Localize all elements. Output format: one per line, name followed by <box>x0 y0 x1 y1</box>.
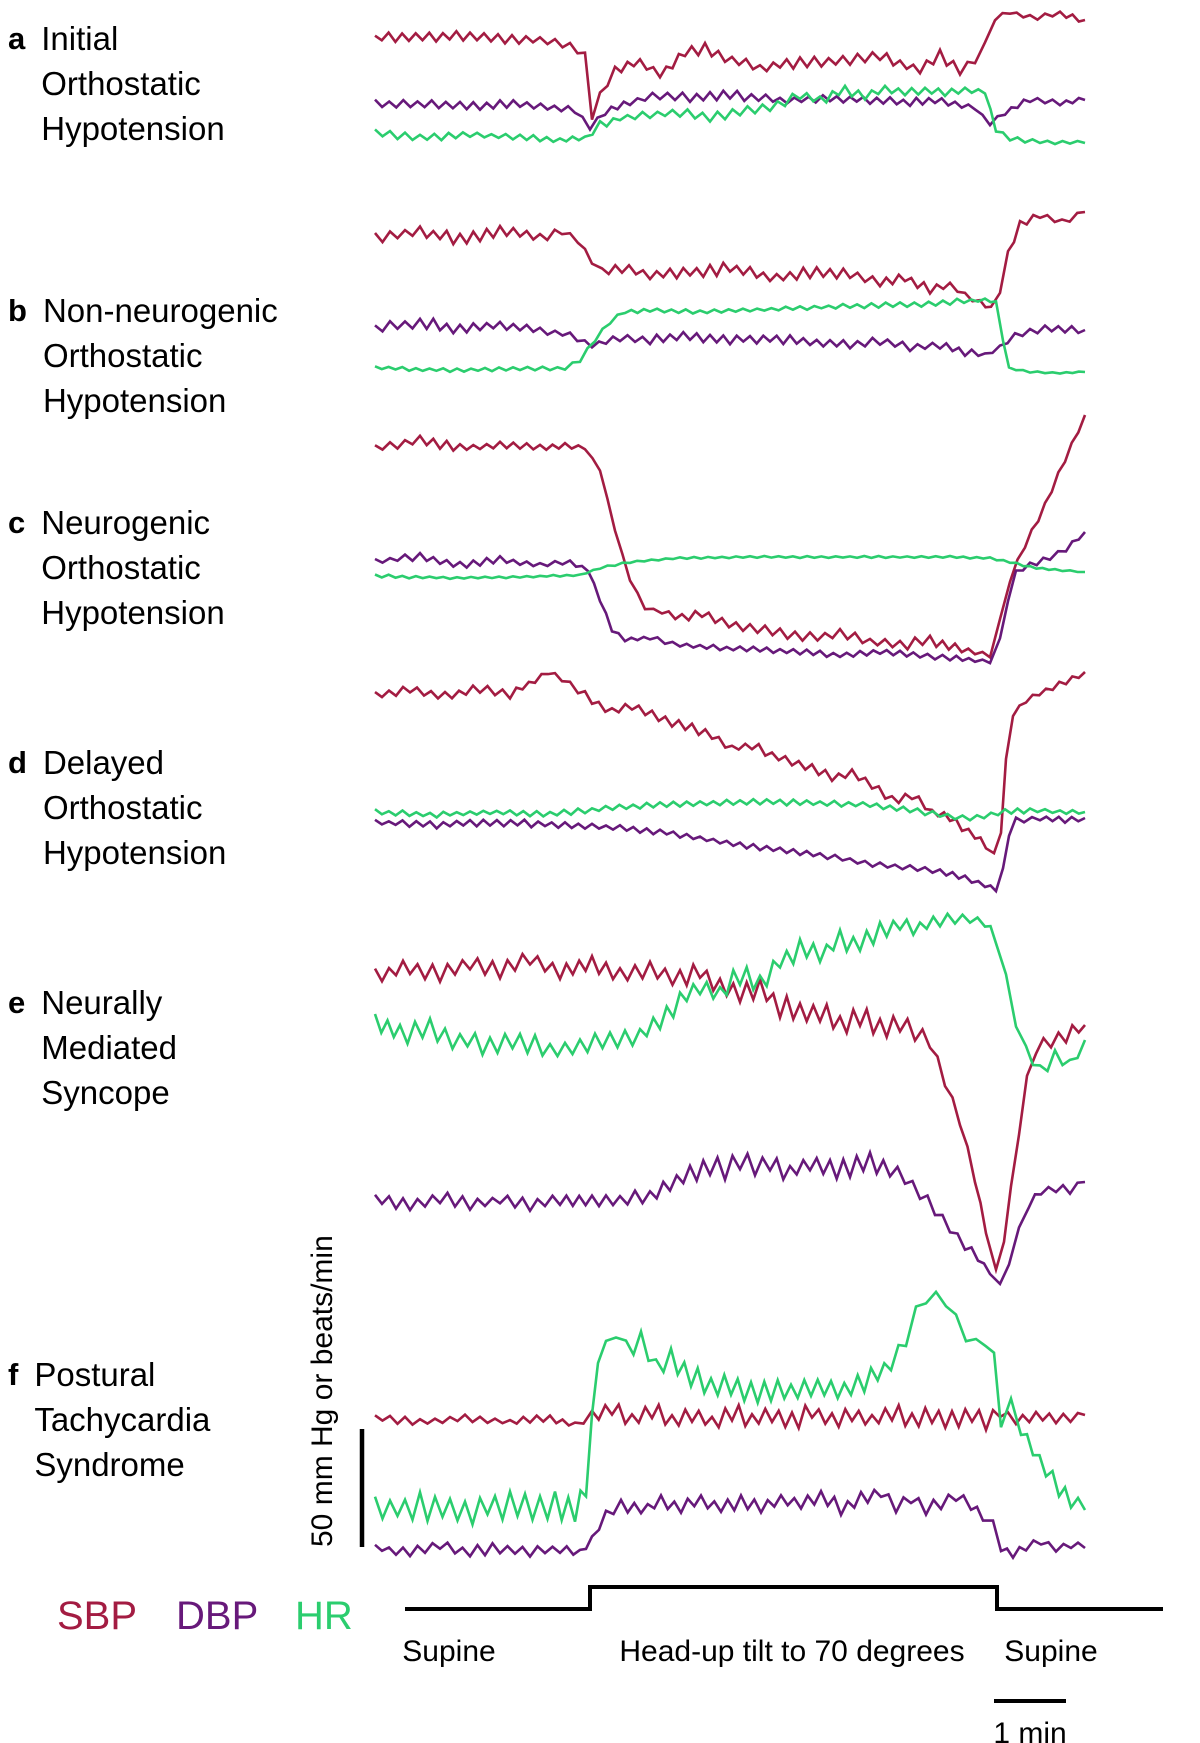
legend-hr: HR <box>295 1594 353 1638</box>
panel-c-label: c Neurogenic Orthostatic Hypotension <box>8 500 225 635</box>
tilt-protocol-line <box>405 1585 1163 1611</box>
trace-e-dbp <box>373 1148 1086 1287</box>
trace-b-sbp <box>373 210 1086 309</box>
trace-a-hr <box>374 83 1086 146</box>
panel-a-label: a Initial Orthostatic Hypotension <box>8 16 225 151</box>
panel-c-title: Neurogenic Orthostatic Hypotension <box>41 504 225 631</box>
trace-c-sbp <box>374 414 1087 660</box>
panel-d-label: d Delayed Orthostatic Hypotension <box>8 740 226 875</box>
legend-dbp: DBP <box>176 1594 259 1638</box>
panel-e-label: e Neurally Mediated Syncope <box>8 980 177 1115</box>
trace-d-sbp <box>374 671 1086 856</box>
trace-c-hr <box>374 554 1085 581</box>
trace-b-hr <box>374 297 1086 375</box>
phase-label-tilt: Head-up tilt to 70 degrees <box>619 1635 965 1668</box>
y-scale-label: 50 mm Hg or beats/min <box>306 1235 339 1547</box>
trace-e-sbp <box>373 951 1086 1275</box>
panel-a-title: Initial Orthostatic Hypotension <box>41 20 225 147</box>
trace-d-dbp <box>374 815 1086 894</box>
trace-f-dbp <box>374 1487 1086 1561</box>
trace-c-dbp <box>374 531 1087 665</box>
phase-label-supine-post: Supine <box>1004 1635 1098 1668</box>
panel-e-title: Neurally Mediated Syncope <box>41 984 178 1111</box>
phase-label-supine-pre: Supine <box>402 1635 496 1668</box>
trace-d-hr <box>374 797 1086 822</box>
trace-a-sbp <box>374 9 1086 120</box>
legend-sbp: SBP <box>57 1594 138 1638</box>
panel-e-letter: e <box>8 985 26 1020</box>
panel-b-title: Non-neurogenic Orthostatic Hypotension <box>42 292 278 419</box>
time-scale-label: 1 min <box>993 1717 1067 1743</box>
trace-b-dbp <box>374 316 1086 358</box>
panel-d-letter: d <box>8 745 27 780</box>
panel-f-label: f Postural Tachycardia Syndrome <box>8 1352 210 1487</box>
panel-a-letter: a <box>8 21 26 56</box>
panel-b-letter: b <box>8 293 27 328</box>
trace-e-hr <box>373 911 1087 1074</box>
trace-f-hr <box>373 1289 1087 1529</box>
trace-a-dbp <box>374 88 1086 132</box>
panel-d-title: Delayed Orthostatic Hypotension <box>42 744 227 871</box>
trace-f-sbp <box>374 1401 1086 1434</box>
panel-f-letter: f <box>8 1357 19 1392</box>
panel-b-label: b Non-neurogenic Orthostatic Hypotension <box>8 288 278 423</box>
panel-c-letter: c <box>8 505 26 540</box>
panel-f-title: Postural Tachycardia Syndrome <box>34 1356 211 1483</box>
